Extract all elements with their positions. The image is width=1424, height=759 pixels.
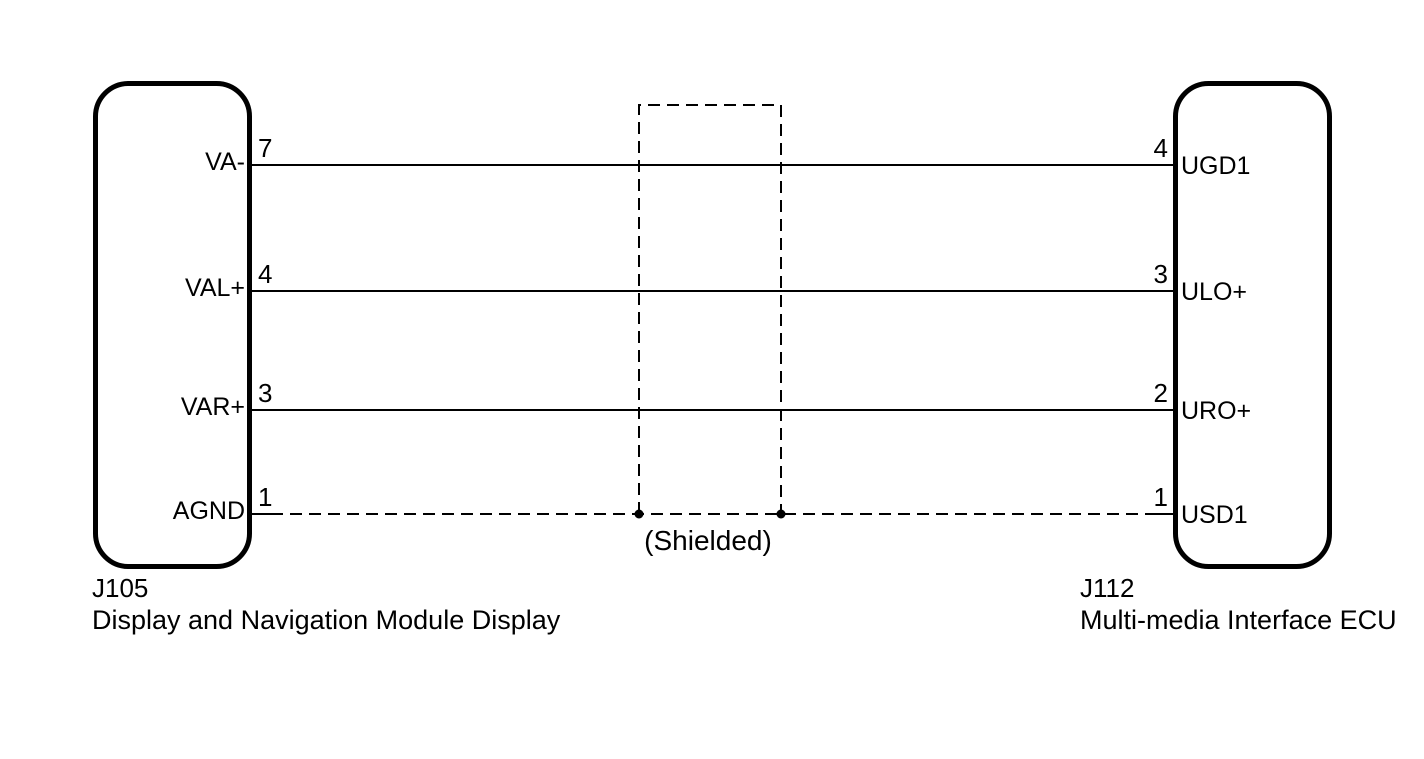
left-pin-number-3: 3 [258,378,272,408]
left-pin-number-2: 4 [258,259,272,289]
right-pin-number-2: 3 [1154,259,1168,289]
right-pin-label-1: UGD1 [1181,152,1250,180]
right-pin-label-4: USD1 [1181,501,1248,529]
left-connector-code: J105 [92,573,148,603]
left-pin-label-2: VAL+ [185,274,245,302]
right-pin-number-1: 4 [1154,133,1168,163]
left-pin-number-4: 1 [258,482,272,512]
left-connector-name: Display and Navigation Module Display [92,605,561,635]
right-pin-label-2: ULO+ [1181,278,1247,306]
left-connector-box [93,81,252,569]
shield-junction-dot-right [776,509,786,519]
shield-junction-dot-left [634,509,644,519]
left-pin-number-1: 7 [258,133,272,163]
right-connector-box [1173,81,1332,569]
right-pin-label-3: URO+ [1181,397,1251,425]
left-pin-label-4: AGND [173,497,245,525]
left-pin-label-3: VAR+ [181,393,245,421]
right-connector-name: Multi-media Interface ECU [1080,605,1397,635]
right-pin-number-3: 2 [1154,378,1168,408]
right-connector-code: J112 [1080,573,1134,603]
right-pin-number-4: 1 [1154,482,1168,512]
shielded-label: (Shielded) [644,525,772,556]
shield-outline [638,104,782,514]
left-pin-label-1: VA- [205,148,245,176]
